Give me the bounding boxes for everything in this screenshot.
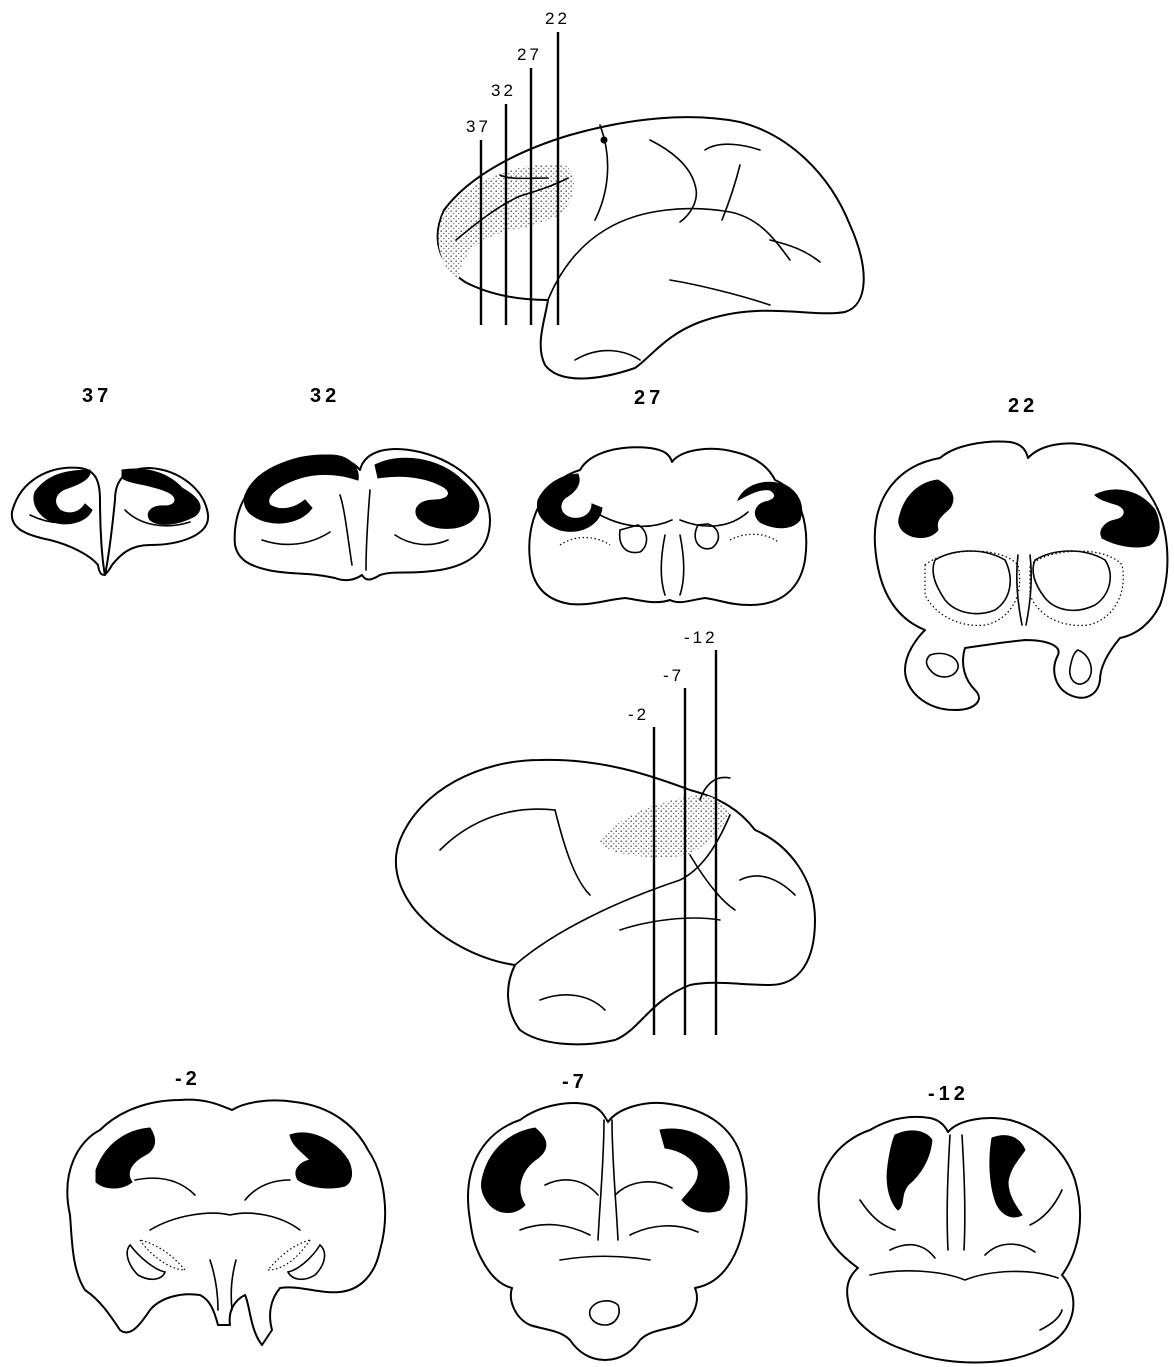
section-label-32: 32 [310,385,340,407]
bottom-cut-label-minus-7: -7 [663,666,684,685]
top-cut-label-32: 32 [491,81,516,100]
section-minus-12 [819,1117,1080,1363]
section-label-minus-7: -7 [562,1071,588,1093]
section-27 [529,447,806,605]
bottom-brain-medial-view: -12 -7 -2 [396,628,815,1044]
bottom-cut-label-minus-12: -12 [684,628,718,647]
section-minus-2 [67,1100,385,1345]
top-brain-lateral-view: 22 27 32 37 [438,9,864,379]
section-37 [12,468,208,575]
top-cut-label-27: 27 [517,45,542,64]
top-cut-label-37: 37 [466,117,491,136]
section-label-37: 37 [82,385,112,407]
bottom-cut-label-minus-2: -2 [628,705,649,724]
section-label-minus-12: -12 [928,1083,969,1105]
section-22 [875,442,1168,710]
top-cut-label-22: 22 [545,9,570,28]
section-label-27: 27 [634,387,664,409]
section-minus-7 [468,1103,746,1360]
section-label-22: 22 [1008,395,1038,417]
section-32 [235,449,490,580]
section-label-minus-2: -2 [175,1068,201,1090]
